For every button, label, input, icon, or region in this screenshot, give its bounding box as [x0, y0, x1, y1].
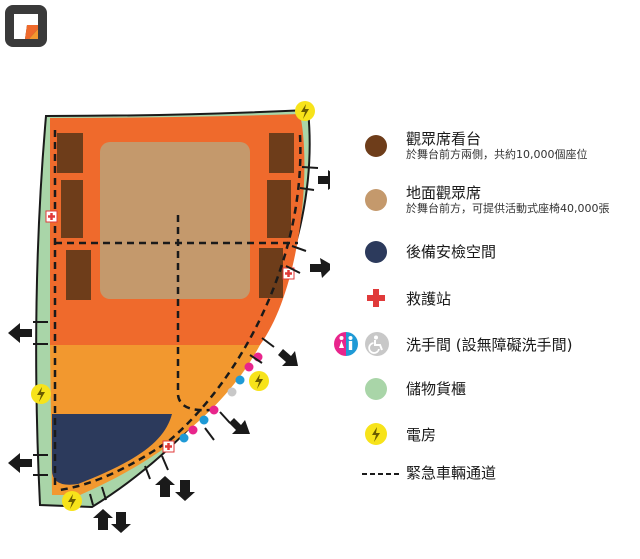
legend-label: 儲物貨櫃: [406, 380, 467, 398]
emergency-vehicle-route: [53, 130, 302, 492]
seating-stand: [269, 133, 294, 173]
seating-stand: [57, 133, 83, 173]
exit-ticks: [33, 166, 319, 506]
accessible-restroom-icon: [365, 332, 389, 356]
legend-label: 救護站: [406, 290, 452, 308]
tan-circle-icon: [365, 189, 387, 211]
legend-sublabel: 於舞台前方，可提供活動式座椅40,000張: [406, 202, 610, 215]
backstage-security-area: [52, 414, 172, 485]
navy-circle-icon: [365, 241, 387, 263]
seating-stand: [267, 180, 291, 238]
floor-seating-area: [100, 142, 250, 299]
legend-label: 地面觀眾席: [406, 184, 482, 202]
legend-label: 緊急車輛通道: [406, 464, 497, 482]
legend-label: 電房: [406, 426, 437, 444]
green-circle-icon: [365, 378, 387, 400]
dashed-line-icon: [362, 473, 400, 475]
map-app-icon[interactable]: [5, 5, 47, 47]
restroom-markers: [179, 352, 263, 443]
legend-label: 洗手間 (設無障礙洗手間): [406, 336, 573, 354]
legend-sublabel: 於舞台前方兩側，共約10,000個座位: [406, 148, 588, 161]
seating-stand: [66, 250, 91, 300]
legend-label: 觀眾席看台: [406, 130, 482, 148]
first-aid-markers: [45, 210, 295, 453]
restroom-icon: [334, 332, 358, 356]
seating-stand: [259, 248, 283, 298]
exit-arrows: [8, 170, 330, 533]
venue-map: [8, 101, 330, 533]
first-aid-cross-icon: [367, 289, 385, 307]
lightning-icon: [365, 423, 387, 445]
seating-stand: [61, 180, 83, 238]
legend-label: 後備安檢空間: [406, 243, 497, 261]
brown-circle-icon: [365, 135, 387, 157]
power-room-markers: [31, 101, 315, 511]
